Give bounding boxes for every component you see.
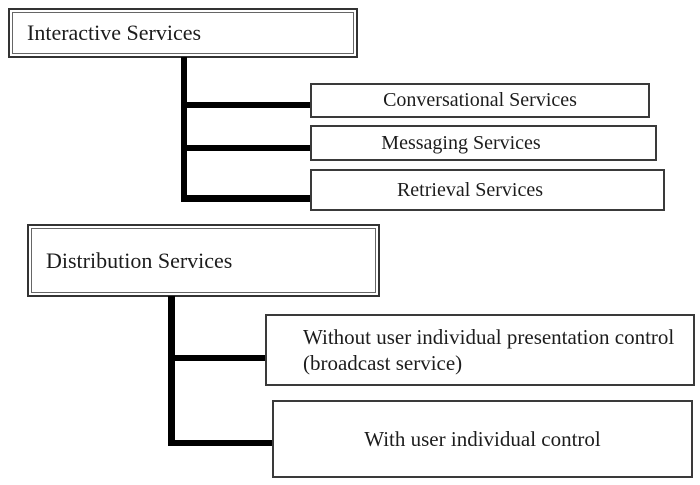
interactive-services-box-inner: Interactive Services [12,12,354,54]
conversational-services-box: Conversational Services [310,83,650,118]
distribution-services-label: Distribution Services [46,247,233,273]
interactive-services-box: Interactive Services [8,8,358,58]
without-user-control-label: Without user individual presentation con… [303,325,675,375]
distribution-trunk-line [168,296,175,446]
conversational-branch-line [184,102,310,108]
messaging-branch-line [184,145,310,151]
with-user-control-box: With user individual control [272,400,693,478]
messaging-services-label: Messaging Services [381,131,541,154]
messaging-services-box: Messaging Services [310,125,657,161]
conversational-services-label: Conversational Services [383,89,577,111]
interactive-trunk-line [181,57,187,202]
without-user-control-box: Without user individual presentation con… [265,314,695,386]
with-control-branch-line [171,440,272,446]
distribution-services-box-inner: Distribution Services [31,228,376,293]
distribution-services-box: Distribution Services [27,224,380,297]
retrieval-services-box: Retrieval Services [310,169,665,211]
retrieval-branch-line [184,195,310,202]
without-control-branch-line [171,355,265,361]
retrieval-services-label: Retrieval Services [396,178,544,201]
with-user-control-label: With user individual control [364,427,601,451]
interactive-services-label: Interactive Services [27,20,202,45]
